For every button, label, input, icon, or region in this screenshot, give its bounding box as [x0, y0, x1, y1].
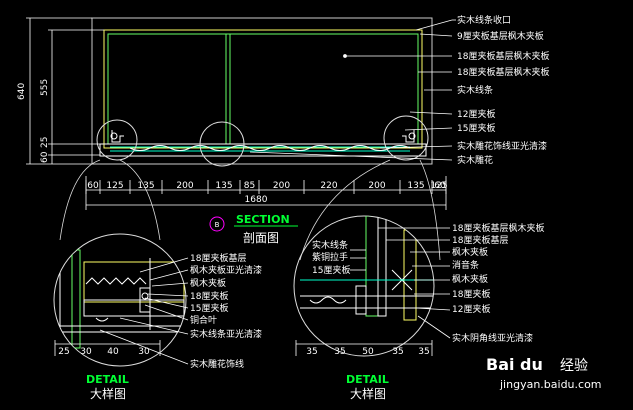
- detail-left-label-7: 实木雕花饰线: [190, 358, 244, 370]
- detail-left-dim-0: 25: [58, 347, 69, 357]
- detail-right-dim-2: 50: [362, 347, 374, 357]
- detail-right-label-6: 12厘夹板: [452, 303, 490, 315]
- section-letter: B: [215, 221, 220, 229]
- main-label-3: 18厘夹板基层枫木夹板: [457, 66, 549, 78]
- outer-frame: [91, 17, 433, 165]
- detail-left-title: DETAIL: [86, 373, 129, 386]
- detail-right: [293, 215, 435, 357]
- vertical-dims: [26, 17, 104, 165]
- dim-label-5: 85: [244, 181, 255, 191]
- dim-v-60: 60: [40, 151, 50, 163]
- detail-right-dim-0: 35: [306, 347, 317, 357]
- callout-circle-mid: [199, 121, 245, 167]
- glass-panel: [107, 33, 419, 145]
- main-label-5: 12厘夹板: [457, 108, 495, 120]
- detail-left-dim-2: 40: [107, 347, 119, 357]
- detail-right-label-5: 18厘夹板: [452, 288, 490, 300]
- section-subtitle: 剖面图: [243, 231, 279, 245]
- dim-ticks: [85, 180, 447, 194]
- bolt-left: [110, 132, 118, 140]
- section-marker: [209, 216, 225, 232]
- connector-arcs: [59, 159, 441, 261]
- detail-right-dims: 35 35 50 35 35: [306, 347, 429, 357]
- watermark-jingyan: 经验: [560, 358, 588, 374]
- main-label-0: 实木线条收口: [457, 14, 511, 26]
- detail-left-subtitle: 大样图: [90, 386, 126, 401]
- watermark-url: jingyan.baidu.com: [499, 378, 602, 391]
- main-label-8: 实木雕花: [457, 154, 493, 166]
- dim-label-4: 135: [215, 181, 232, 191]
- callout-circle-left: [96, 119, 138, 161]
- dim-v-640: 640: [17, 83, 27, 100]
- callout-circle-right: [383, 115, 429, 161]
- detail-left-dim-3: 30: [138, 347, 150, 357]
- dim-label-8: 200: [368, 181, 385, 191]
- main-section: [91, 17, 433, 167]
- dim-label-2: 135: [137, 181, 154, 191]
- detail-left-leaders: [54, 257, 189, 365]
- detail-right-label-3: 消音条: [452, 259, 479, 271]
- dim-label-6: 200: [273, 181, 290, 191]
- detail-left: [53, 233, 187, 367]
- main-labels: 实木线条收口 9厘夹板基层枫木夹板 18厘夹板基层枫木夹板 18厘夹板基层枫木夹板实木…: [457, 14, 549, 166]
- detail-right-label-7: 实木阴角线亚光清漆: [452, 332, 533, 344]
- detail-left-dim-1: 30: [80, 347, 92, 357]
- detail-left-label-1: 枫木夹板亚光清漆: [190, 264, 262, 276]
- main-label-1: 9厘夹板基层枫木夹板: [457, 30, 544, 42]
- detail-left-label-4: 15厘夹板: [190, 302, 228, 314]
- detail-right-labels: 18厘夹板基层枫木夹板18厘夹板基层枫木夹板消音条枫木夹板18厘夹板12厘夹板实…: [312, 222, 544, 344]
- detail-right-label-2: 枫木夹板: [452, 246, 488, 258]
- corner-detail-right: [402, 130, 415, 143]
- detail-right-subtitle: 大样图: [350, 386, 386, 401]
- detail-right-dim-4: 35: [418, 347, 429, 357]
- detail-right-label-0: 18厘夹板基层枫木夹板: [452, 222, 544, 234]
- dim-label-0: 60: [87, 181, 99, 191]
- detail-left-label-5: 铜合叶: [190, 314, 217, 326]
- detail-right-label-1: 18厘夹板基层: [452, 234, 508, 246]
- detail-left-dims: 25 30 40 30: [58, 347, 150, 357]
- detail-left-label-3: 18厘夹板: [190, 290, 228, 302]
- dim-label-9: 135: [407, 181, 424, 191]
- detail-right-dim-3: 35: [392, 347, 403, 357]
- detail-left-label-2: 枫木夹板: [190, 277, 226, 289]
- detail-right-leaders: [295, 227, 451, 356]
- detail-right-left-label-0: 实木线条: [312, 239, 348, 251]
- detail-left-labels: 18厘夹板基层枫木夹板亚光清漆枫木夹板18厘夹板15厘夹板铜合叶实木线条亚光清漆…: [190, 252, 262, 370]
- detail-right-title: DETAIL: [346, 373, 389, 386]
- detail-left-label-6: 实木线条亚光清漆: [190, 328, 262, 340]
- main-leaders: [249, 19, 456, 161]
- detail-right-label-4: 枫木夹板: [452, 273, 488, 285]
- main-label-2: 18厘夹板基层枫木夹板: [457, 50, 549, 62]
- dim-label-7: 220: [320, 181, 337, 191]
- bolt-right: [408, 132, 416, 140]
- section-title: SECTION: [236, 213, 290, 226]
- detail-right-dim-1: 35: [334, 347, 345, 357]
- main-label-6: 15厘夹板: [457, 122, 495, 134]
- inner-frame: [103, 29, 423, 149]
- dim-label-11: 60: [434, 181, 446, 191]
- main-label-7: 实木雕花饰线亚光清漆: [457, 140, 547, 152]
- carving-pattern: [129, 145, 411, 151]
- dim-label-1: 125: [106, 181, 123, 191]
- detail-left-label-0: 18厘夹板基层: [190, 252, 246, 264]
- watermark: Bai du 经验 jingyan.baidu.com: [486, 355, 602, 391]
- dim-v-25: 25: [40, 137, 50, 148]
- detail-right-left-label-1: 紫铜拉手: [312, 251, 348, 263]
- watermark-brand: Bai du: [486, 355, 543, 374]
- detail-right-left-label-2: 15厘夹板: [312, 264, 350, 276]
- corner-detail-left: [111, 130, 124, 143]
- dim-total: 1680: [245, 195, 268, 205]
- main-label-4: 实木线条: [457, 84, 493, 96]
- dim-v-555: 555: [40, 79, 50, 96]
- dim-label-3: 200: [176, 181, 193, 191]
- dim-label-10: 125: [430, 181, 447, 191]
